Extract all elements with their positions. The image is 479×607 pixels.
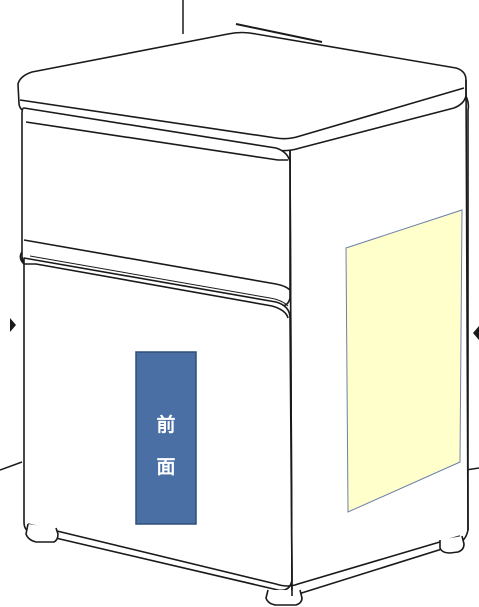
fridge-side-back-edge: [465, 79, 469, 531]
upper-door-top-edge: [25, 121, 288, 161]
fridge-front-side-edge: [289, 149, 293, 597]
front-label-line2: 面: [156, 456, 175, 478]
fridge-foot-left: [25, 523, 59, 543]
front-label-box: [135, 351, 197, 525]
fridge-foot-center: [265, 589, 303, 606]
lower-door-handle: [19, 251, 289, 319]
wall-line-left-bottom: [0, 461, 23, 471]
front-label: 前 面: [135, 351, 197, 525]
fridge-foot-right: [439, 535, 465, 554]
front-label-line1: 前: [156, 413, 175, 436]
fridge-base: [27, 523, 461, 587]
left-arrow-marker: [10, 318, 16, 332]
side-markers: [10, 318, 479, 340]
wall-line-top-right: [235, 23, 323, 43]
lower-door-handle-inner: [29, 255, 289, 307]
upper-door-bottom-edge: [23, 239, 291, 291]
fridge-top-lid-rim: [19, 87, 465, 140]
side-label-panel: [345, 209, 463, 513]
right-arrow-marker: [473, 326, 479, 340]
